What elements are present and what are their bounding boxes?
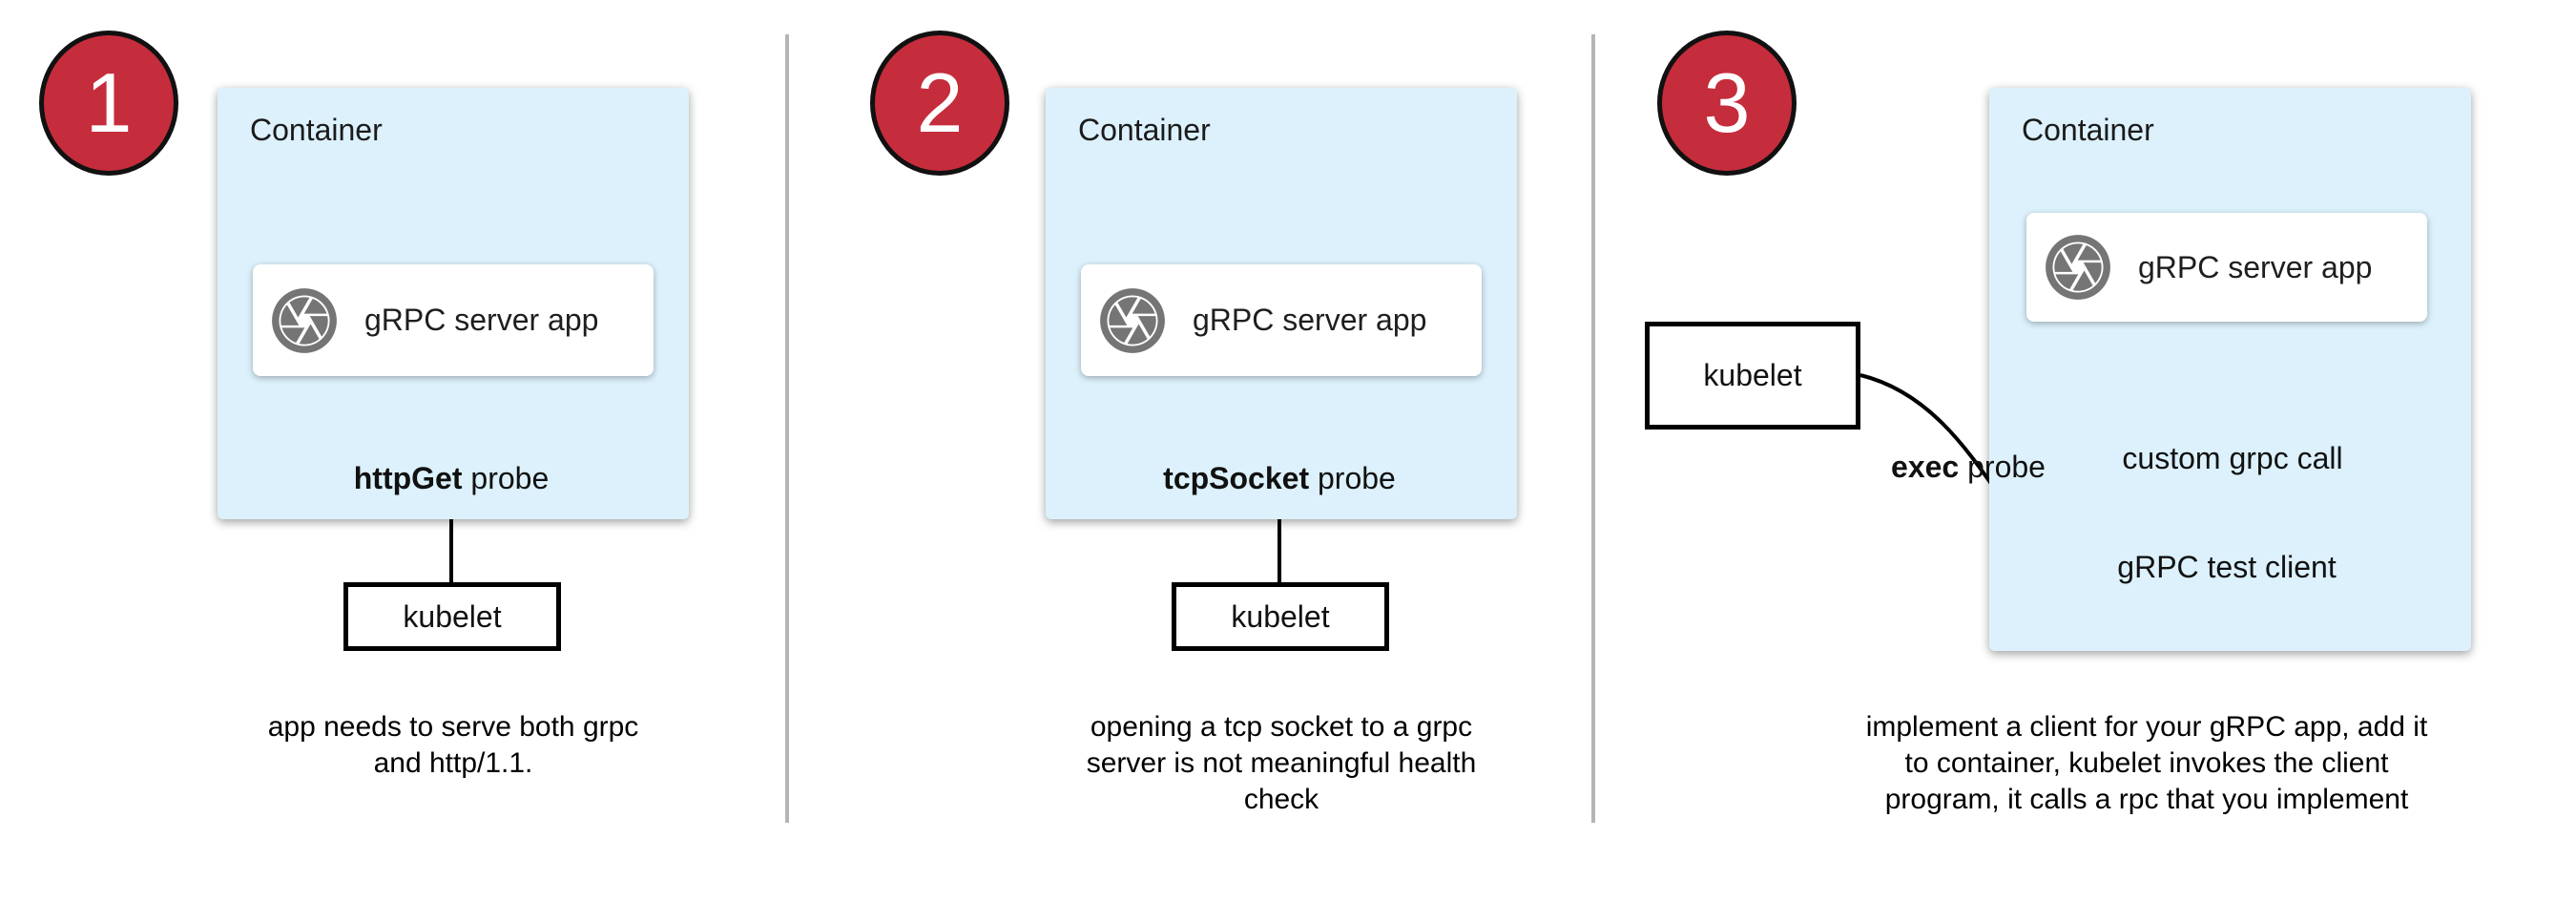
probe-type: exec: [1891, 450, 1960, 484]
container-box-2: Container gRPC server app: [1046, 88, 1517, 519]
grpc-test-client-label: gRPC test client: [2117, 549, 2337, 584]
step-number: 1: [85, 55, 133, 150]
kubelet-label: kubelet: [403, 598, 502, 634]
camera-aperture-icon: [272, 287, 337, 353]
camera-aperture-icon: [2046, 235, 2110, 300]
probe-label-1: httpGet probe: [353, 461, 550, 495]
panel-divider-2: [1591, 34, 1595, 823]
kubelet-box-1: kubelet: [343, 582, 561, 651]
grpc-server-app-card: gRPC server app: [2026, 213, 2427, 322]
container-box-1: Container gRPC server app: [218, 88, 689, 519]
app-card-label: gRPC server app: [1193, 303, 1427, 337]
app-card-label: gRPC server app: [364, 303, 599, 337]
grpc-server-app-card: gRPC server app: [1081, 264, 1482, 376]
step-badge-1: 1: [39, 31, 178, 176]
step-number: 3: [1703, 55, 1751, 150]
camera-aperture-icon: [1100, 287, 1165, 353]
exec-probe-label: exec probe: [1891, 450, 2046, 484]
kubelet-box-3: kubelet: [1645, 322, 1860, 430]
custom-grpc-call-label: custom grpc call: [2122, 441, 2343, 475]
container-box-3: Container gRPC server app: [1989, 88, 2471, 651]
kubelet-label: kubelet: [1231, 598, 1330, 634]
probe-type: tcpSocket: [1163, 461, 1310, 495]
probe-type: httpGet: [353, 461, 463, 495]
grpc-server-app-card: gRPC server app: [253, 264, 654, 376]
panel-divider-1: [785, 34, 789, 823]
kubelet-label: kubelet: [1703, 358, 1802, 392]
container-label: Container: [2022, 113, 2154, 147]
step-badge-3: 3: [1657, 31, 1797, 176]
caption-1: app needs to serve both grpc and http/1.…: [267, 711, 639, 779]
app-card-label: gRPC server app: [2138, 249, 2373, 284]
step-badge-2: 2: [870, 31, 1009, 176]
container-label: Container: [250, 113, 383, 147]
step-number: 2: [916, 55, 964, 150]
caption-2: opening a tcp socket to a grpc server is…: [1086, 711, 1477, 815]
caption-3: implement a client for your gRPC app, ad…: [1865, 711, 2428, 815]
probe-label-2: tcpSocket probe: [1163, 461, 1396, 495]
kubelet-box-2: kubelet: [1172, 582, 1389, 651]
container-label: Container: [1078, 113, 1211, 147]
